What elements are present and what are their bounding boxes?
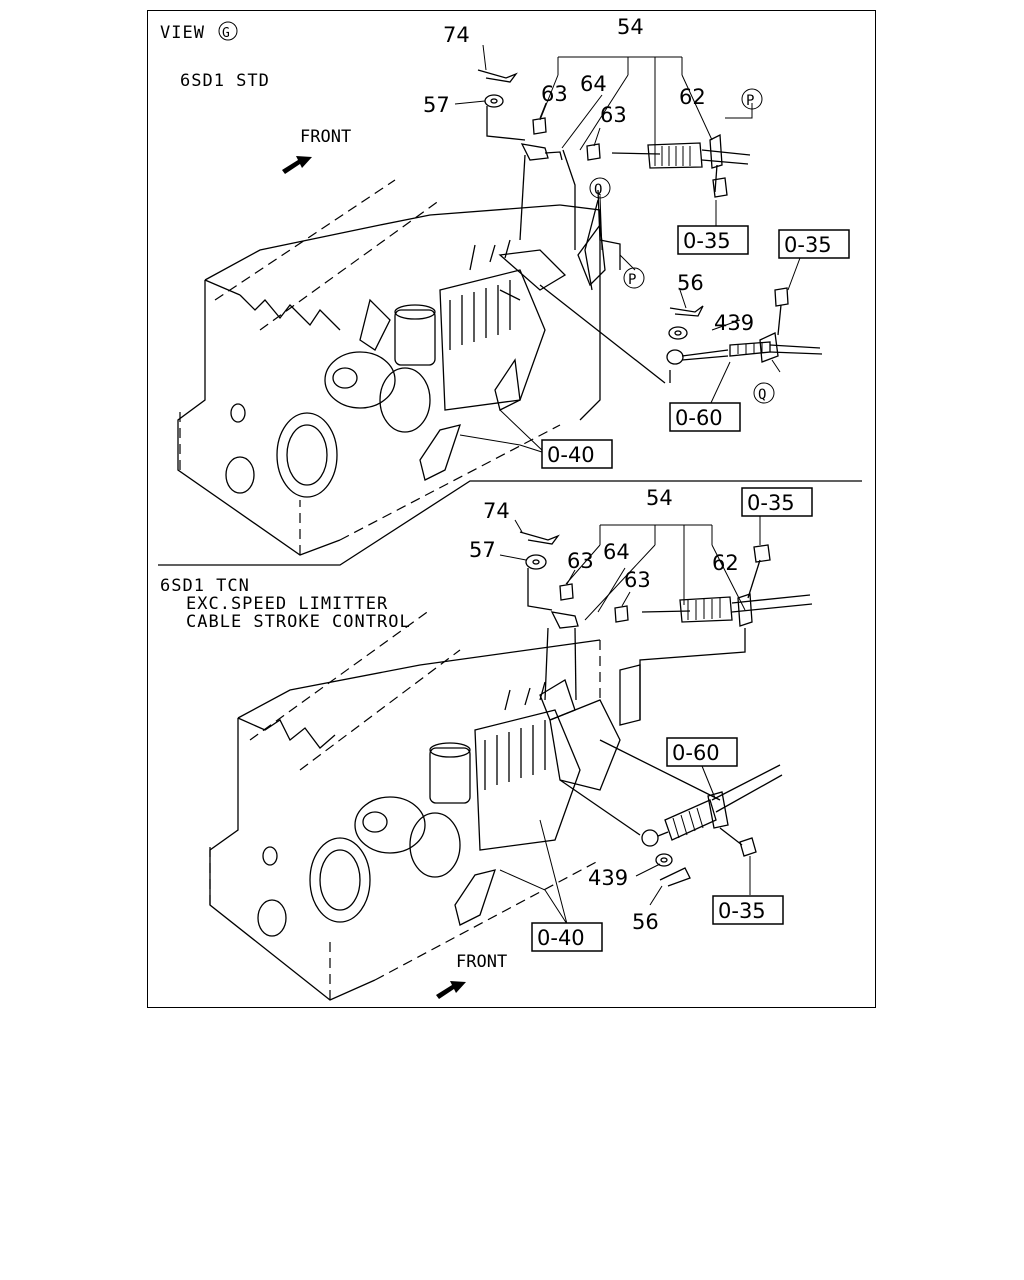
bottom-box-060-label: 0-60	[672, 741, 720, 765]
top-ref-q2-circle	[753, 382, 775, 404]
top-ref-p2: P	[628, 272, 637, 288]
top-ref-p2-circle	[623, 267, 645, 289]
bottom-callout-54: 54	[646, 486, 673, 510]
top-ref-p1-circle	[741, 88, 763, 110]
bottom-box-060	[666, 737, 738, 767]
top-callout-63a: 63	[541, 82, 568, 106]
top-box-035a-label: 0-35	[683, 229, 731, 253]
bottom-box-040	[531, 922, 603, 952]
top-nut-63b	[586, 143, 601, 161]
bottom-nut-63a	[559, 583, 574, 601]
bottom-callout-74: 74	[483, 499, 510, 523]
top-callout-56: 56	[677, 271, 704, 295]
top-box-035b-label: 0-35	[784, 233, 832, 257]
top-ref-q1: Q	[594, 182, 603, 198]
bottom-callout-63b: 63	[624, 568, 651, 592]
bottom-callout-62: 62	[712, 551, 739, 575]
top-nut-63a	[532, 117, 547, 135]
top-engine-block	[177, 179, 606, 556]
view-title: VIEW	[160, 23, 205, 43]
bottom-box-035a-label: 0-35	[747, 491, 795, 515]
diagram-frame	[147, 10, 876, 1008]
top-box-035a	[677, 225, 749, 255]
bottom-cable-assembly	[519, 531, 813, 887]
bottom-box-035a	[741, 487, 813, 517]
top-box-060-label: 0-60	[675, 406, 723, 430]
top-callout-64: 64	[580, 72, 607, 96]
top-callout-62: 62	[679, 85, 706, 109]
bottom-engine-block	[209, 609, 641, 1001]
bottom-box-035b-label: 0-35	[718, 899, 766, 923]
bottom-leader-lines	[499, 516, 761, 925]
top-box-035b	[778, 229, 850, 259]
bottom-callout-64: 64	[603, 540, 630, 564]
top-callout-54: 54	[617, 15, 644, 39]
top-front-label: FRONT	[300, 127, 351, 147]
top-leader-lines	[454, 44, 801, 454]
bottom-desc-line3: CABLE STROKE CONTROL	[186, 612, 411, 632]
bottom-model-label: 6SD1 TCN	[160, 576, 250, 596]
top-section: FRONT	[177, 15, 850, 556]
bottom-washer-57	[525, 554, 547, 570]
view-letter: G	[222, 26, 231, 41]
bottom-pin-74	[519, 531, 560, 545]
view-header: VIEW G 6SD1 STD	[160, 21, 270, 91]
top-ref-p1: P	[746, 93, 755, 109]
bottom-box-040-label: 0-40	[537, 926, 585, 950]
top-callout-74: 74	[443, 23, 470, 47]
top-cable-assembly	[477, 69, 823, 384]
top-ref-q2: Q	[758, 387, 767, 403]
top-pin-74	[477, 69, 518, 83]
bottom-callout-439: 439	[588, 866, 628, 890]
bottom-nut-63b	[614, 605, 629, 623]
bottom-front-label: FRONT	[456, 952, 507, 972]
top-callout-63b: 63	[600, 103, 627, 127]
bottom-box-035b	[712, 895, 784, 925]
top-model-label: 6SD1 STD	[180, 71, 270, 91]
view-letter-circle	[218, 21, 238, 41]
top-box-060	[669, 402, 741, 432]
top-callout-439: 439	[714, 311, 754, 335]
top-box-040	[541, 439, 613, 469]
top-front-arrow-icon	[282, 156, 312, 174]
bottom-callout-56: 56	[632, 910, 659, 934]
bottom-front-arrow-icon	[436, 981, 466, 999]
bottom-callout-63a: 63	[567, 549, 594, 573]
top-box-040-label: 0-40	[547, 443, 595, 467]
section-divider	[158, 480, 862, 566]
bottom-desc-line2: EXC.SPEED LIMITTER	[186, 594, 388, 614]
top-callout-57: 57	[423, 93, 450, 117]
top-washer-57	[484, 94, 504, 108]
bottom-section: 6SD1 TCN EXC.SPEED LIMITTER CABLE STROKE…	[160, 486, 813, 1001]
bottom-callout-57: 57	[469, 538, 496, 562]
top-ref-q1-circle	[589, 177, 611, 199]
